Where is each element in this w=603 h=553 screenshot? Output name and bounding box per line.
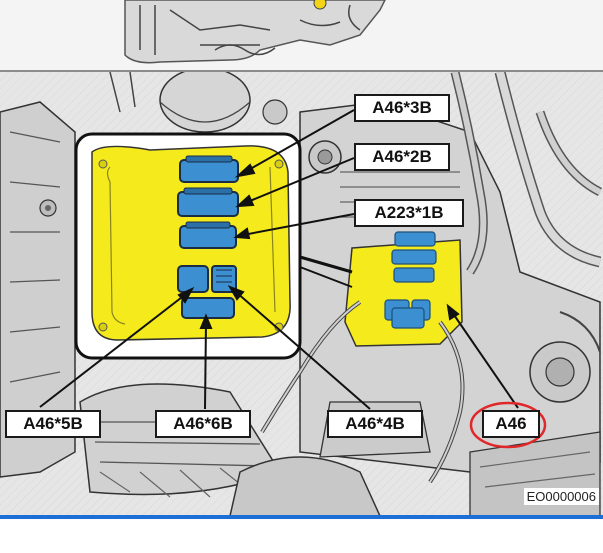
bottom-accent-line [0, 515, 603, 519]
connector-a46-6b [182, 298, 234, 318]
figure-code: EO0000006 [524, 488, 599, 505]
connector-a46-2b [178, 188, 238, 216]
label-a46-6b: A46*6B [155, 410, 251, 438]
connector-a223-1b [180, 222, 236, 248]
label-a223-1b: A223*1B [354, 199, 464, 227]
connector-a46-3b [180, 156, 238, 182]
label-a46-3b: A46*3B [354, 94, 450, 122]
label-a46-4b: A46*4B [327, 410, 423, 438]
label-a46-2b: A46*2B [354, 143, 450, 171]
label-a46-5b: A46*5B [5, 410, 101, 438]
engine-bay-illustration [0, 72, 603, 516]
label-a46: A46 [482, 410, 540, 438]
top-illustration [0, 0, 603, 70]
